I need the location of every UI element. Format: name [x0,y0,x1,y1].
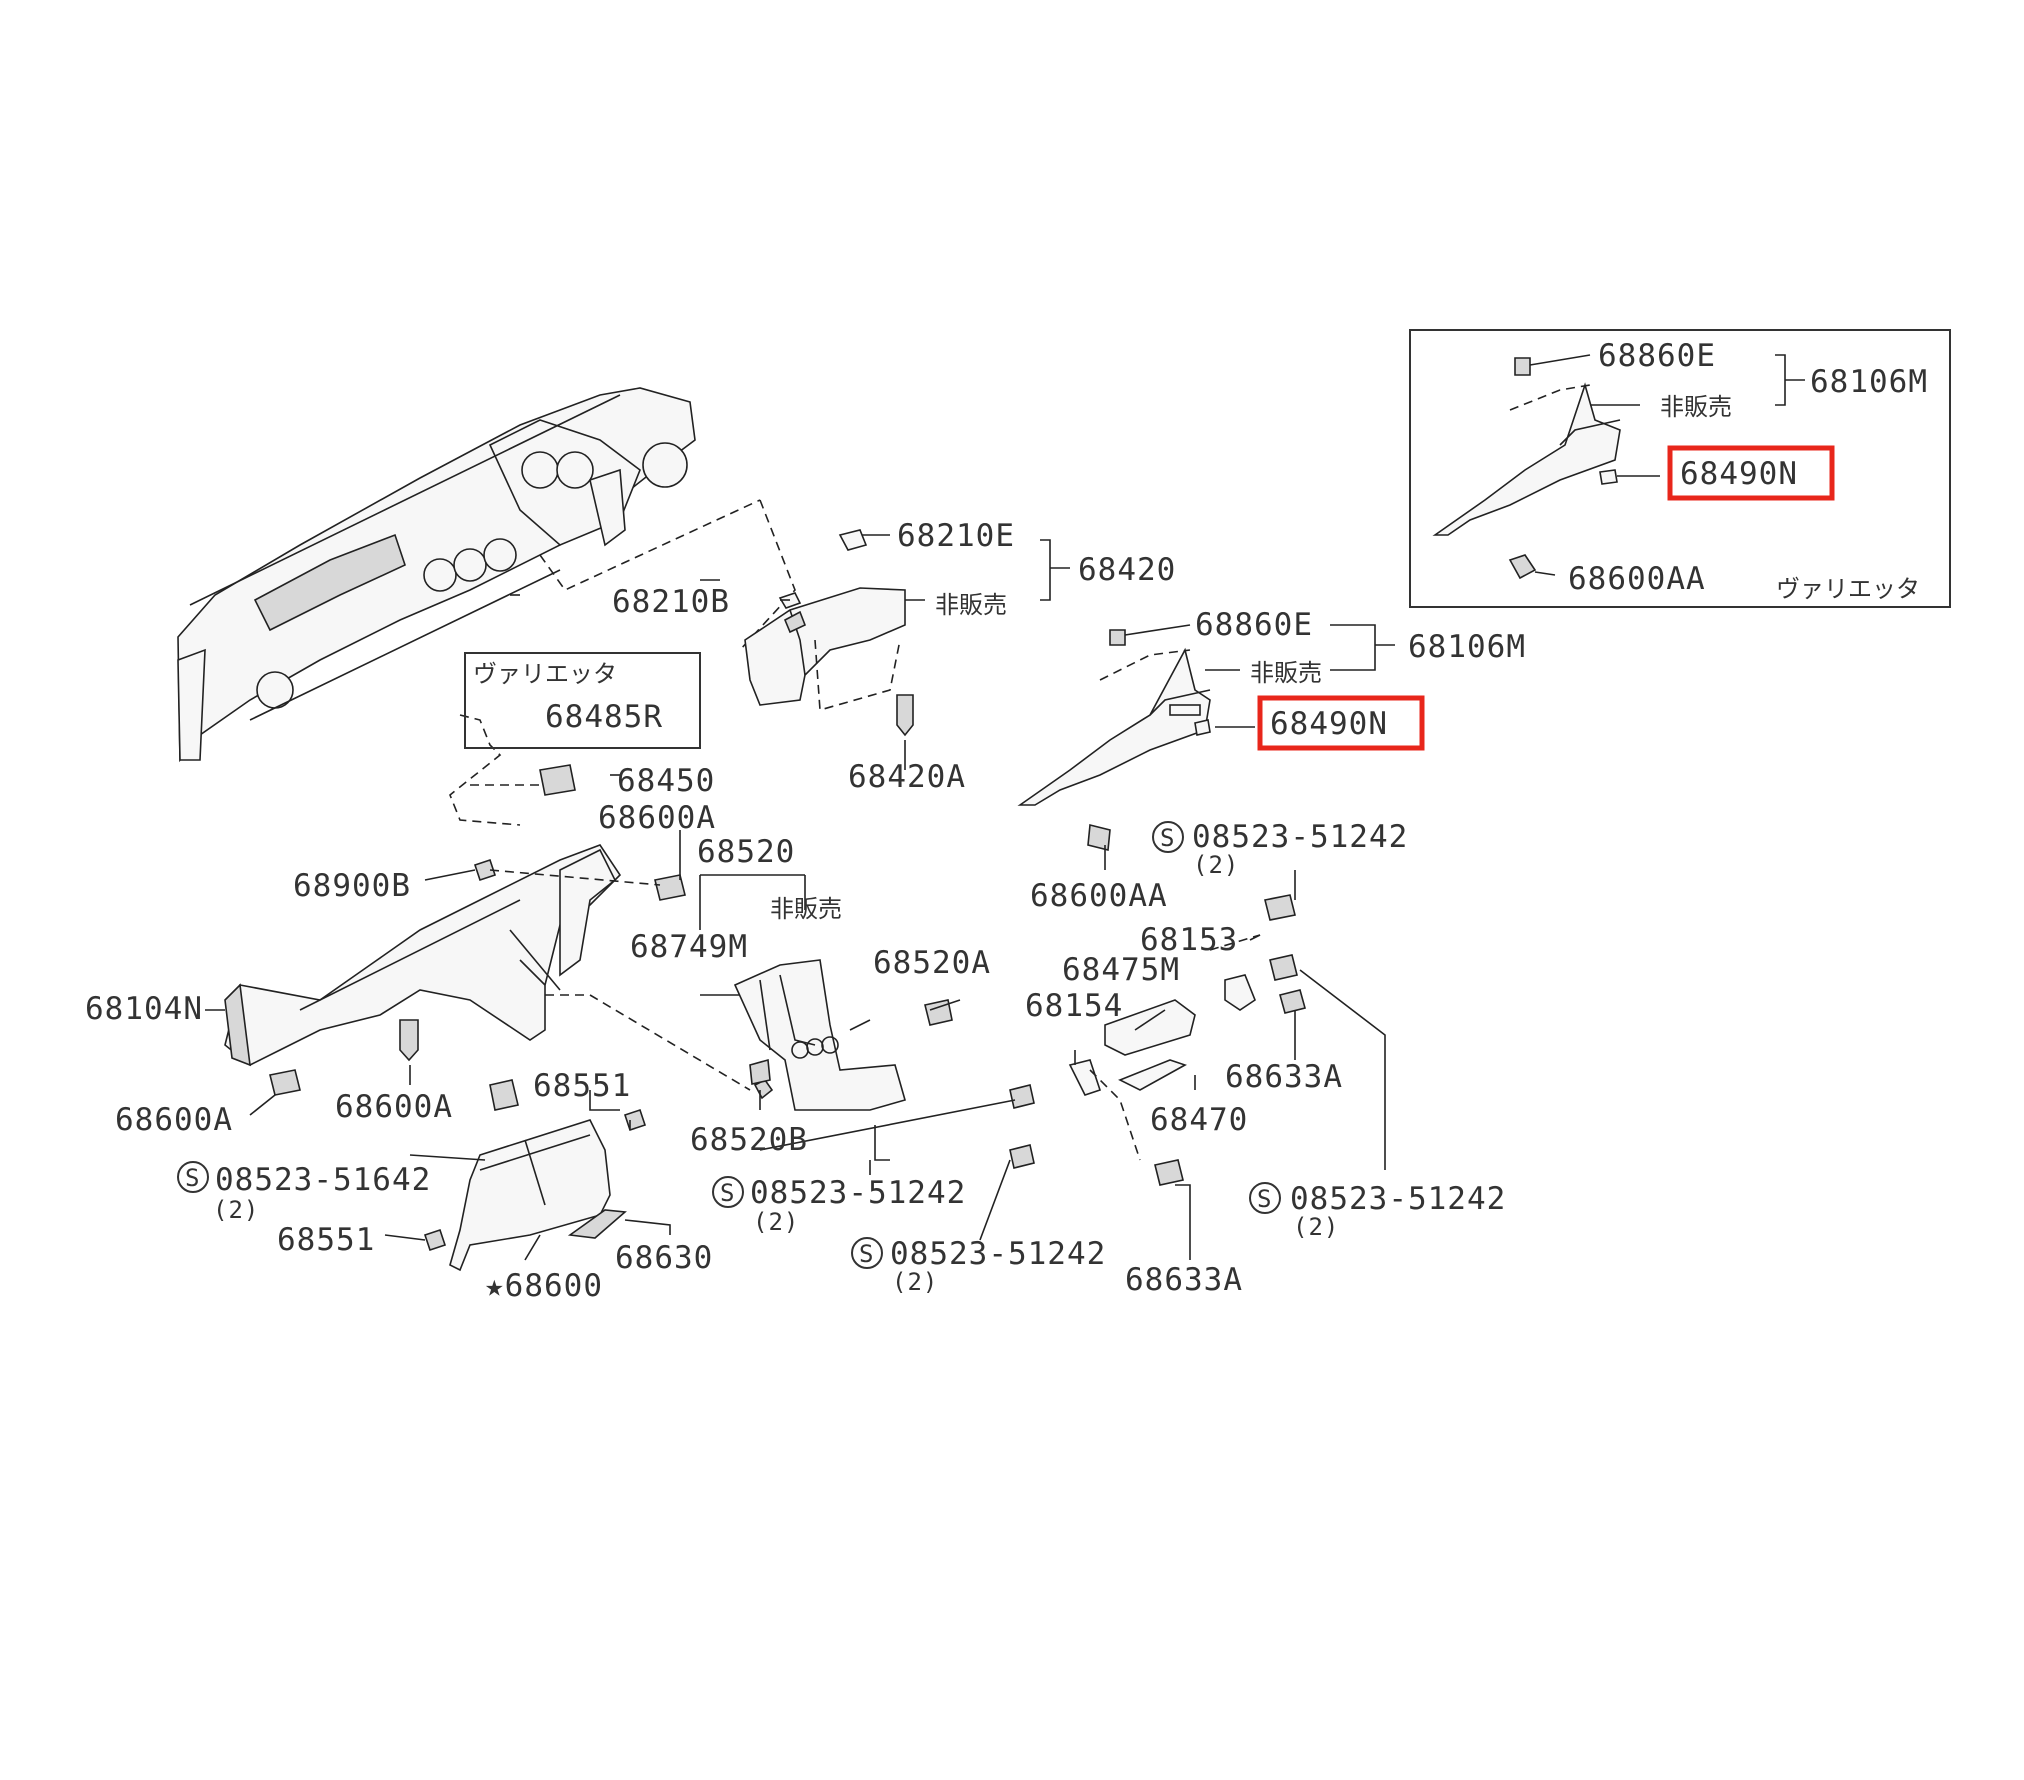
side-trim-illustration [1017,629,1211,806]
part-label-08523-51242-b: 08523-51242 [890,1236,1106,1272]
s-symbol-label: S [1257,1185,1272,1213]
part-label-68520A: 68520A [873,945,991,981]
part-label-08523-51242-a: 08523-51242 [750,1175,966,1211]
part-label-68633A-b: 68633A [1125,1262,1243,1298]
instrument-panel-illustration [177,387,696,763]
inset-frame [1409,329,1951,608]
part-label-68420: 68420 [1078,552,1176,588]
part-label-68106M-inset: 68106M [1810,364,1928,400]
part-label-08523-51642: 08523-51642 [215,1162,431,1198]
part-label-68600AA-inset: 68600AA [1568,561,1706,597]
part-label-68470: 68470 [1150,1102,1248,1138]
part-label-68630: 68630 [615,1240,713,1276]
glove-box-illustration [449,1119,627,1272]
part-label-68860E-inset: 68860E [1598,338,1716,374]
part-label-68600A-top: 68600A [598,800,716,836]
s-symbol-label: S [185,1164,200,1192]
part-label-68106M: 68106M [1408,629,1526,665]
lower-right-parts-illustration [1068,934,1261,1161]
not-for-sale-label: 非販売 [935,591,1007,619]
part-label-68104N: 68104N [85,991,203,1027]
part-label-68154: 68154 [1025,988,1123,1024]
s-symbol-label: S [1160,824,1175,852]
highlight-upper-68490N [1257,695,1425,751]
part-label-68485R: 68485R [545,699,663,735]
part-label-68450: 68450 [617,763,715,799]
part-label-68600: ★68600 [485,1268,603,1304]
part-label-68490N-inset: 68490N [1680,456,1798,492]
meter-hood-illustration [744,529,914,737]
part-label-08523-51242-top: 08523-51242 [1192,819,1408,855]
part-label-68490N: 68490N [1270,706,1388,742]
part-label-68210B: 68210B [612,584,730,620]
part-label-68551-bottom: 68551 [277,1222,375,1258]
varietta-box-title: ヴァリエッタ [473,660,617,688]
center-panel-illustration [733,959,906,1111]
part-label-68600AA: 68600AA [1030,878,1168,914]
not-for-sale-label-inset: 非販売 [1660,393,1732,421]
varietta-box-frame [464,652,701,749]
part-label-68520B: 68520B [690,1122,808,1158]
s-symbol-label: S [859,1240,874,1268]
not-for-sale-label-center: 非販売 [770,895,842,923]
part-label-68600A-bottom-left: 68600A [115,1102,233,1138]
part-label-68475M: 68475M [1062,952,1180,988]
quantity-label-a: (2) [753,1208,799,1236]
part-label-68600A-middle: 68600A [335,1089,453,1125]
part-label-68633A-a: 68633A [1225,1059,1343,1095]
s-symbol-label: S [720,1179,735,1207]
not-for-sale-label-2: 非販売 [1250,659,1322,687]
part-label-68153: 68153 [1140,922,1238,958]
part-label-68749M: 68749M [630,929,748,965]
part-label-68860E: 68860E [1195,607,1313,643]
inset-side-trim-illustration [1432,357,1621,580]
quantity-label-b: (2) [892,1268,938,1296]
quantity-label-right: (2) [1293,1213,1339,1241]
part-label-68520: 68520 [697,834,795,870]
center-console-illustration [224,844,751,1091]
part-label-68210E: 68210E [897,518,1015,554]
quantity-label-51642: (2) [213,1196,259,1224]
part-label-08523-51242-right: 08523-51242 [1290,1181,1506,1217]
highlight-inset-68490N [1667,445,1835,501]
part-label-68420A: 68420A [848,759,966,795]
quantity-label-top: (2) [1193,851,1239,879]
varietta-label-inset: ヴァリエッタ [1776,575,1920,603]
part-label-68551-top: 68551 [533,1068,631,1104]
s-symbols [177,821,1281,1269]
fasteners-illustration [269,764,1306,1252]
part-label-68900B: 68900B [293,868,411,904]
leader-lines [205,354,1805,1261]
